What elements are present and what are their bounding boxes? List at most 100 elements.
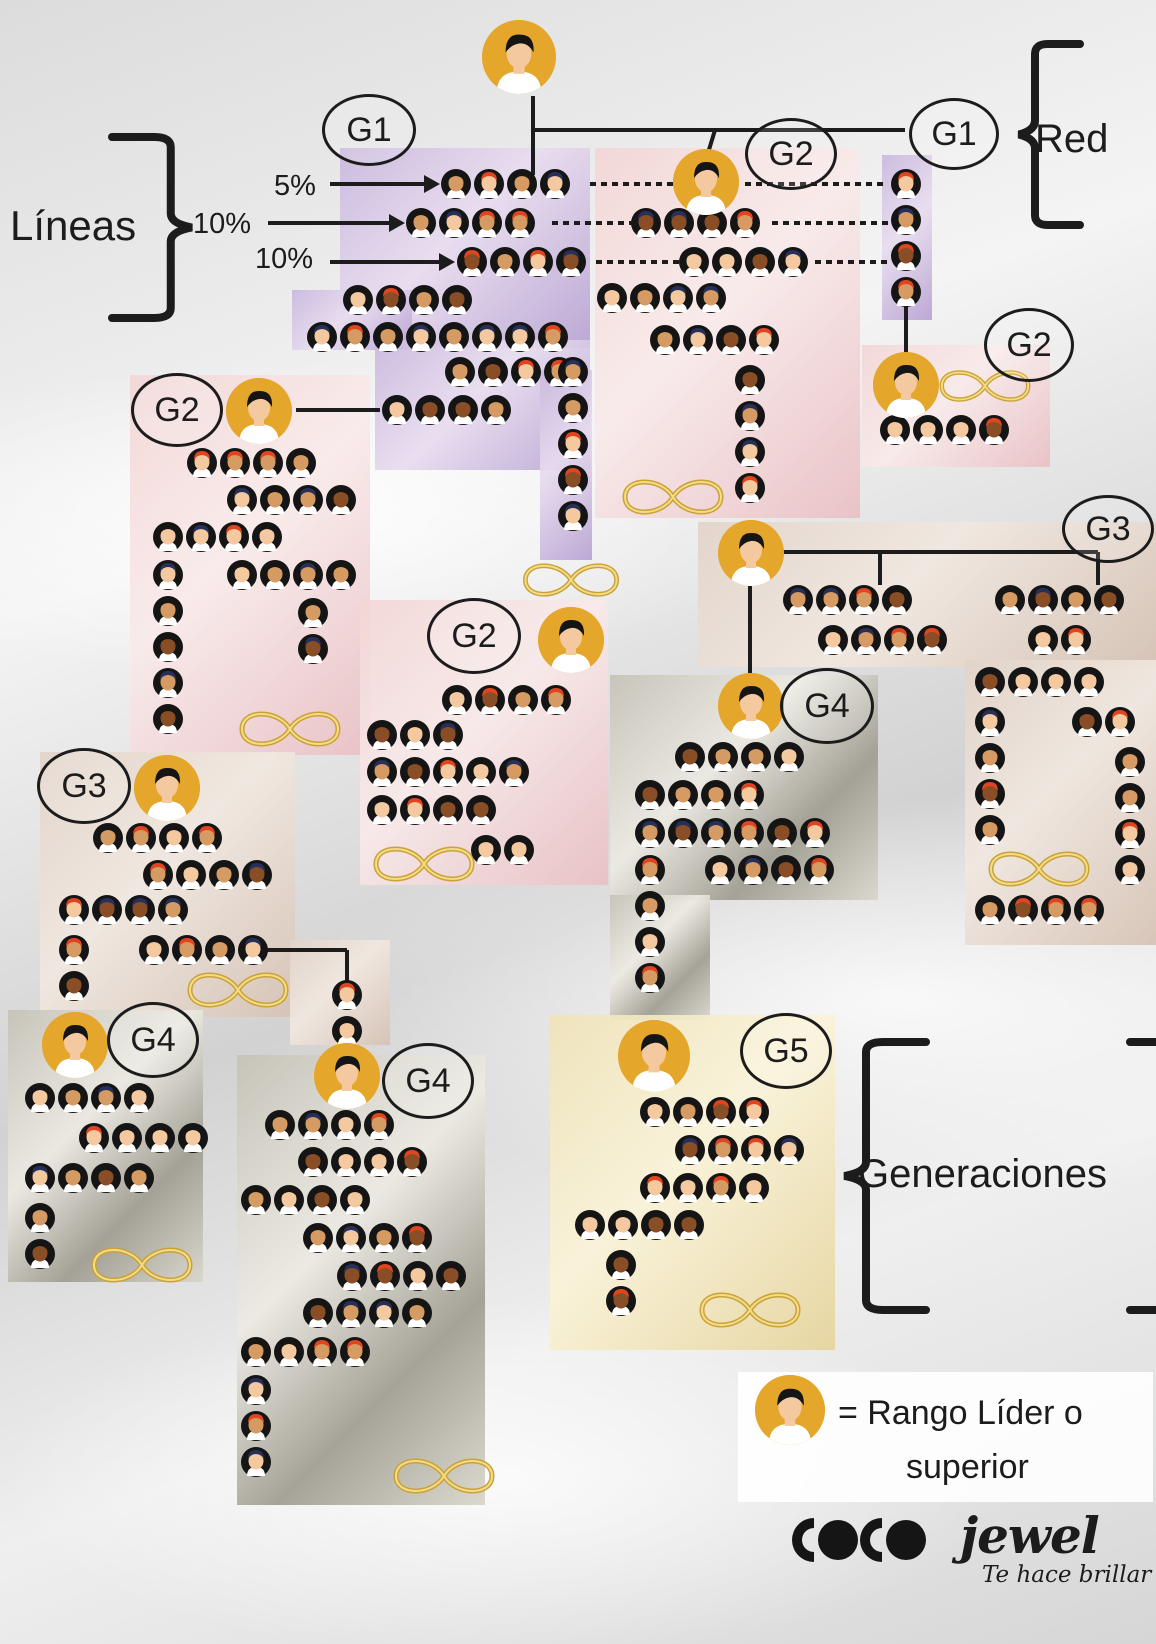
member-avatar-icon	[382, 395, 412, 425]
member-avatar-icon	[373, 322, 403, 352]
member-avatar-icon	[91, 1083, 121, 1113]
leader-avatar-icon	[673, 149, 739, 215]
leader-avatar-icon	[314, 1043, 380, 1109]
generation-label-g2: G2	[745, 118, 837, 190]
member-avatar-icon	[58, 1163, 88, 1193]
member-avatar-icon	[749, 325, 779, 355]
leader-avatar-icon	[718, 673, 784, 739]
member-avatar-icon	[558, 429, 588, 459]
member-avatar-icon	[241, 1411, 271, 1441]
member-avatar-icon	[818, 625, 848, 655]
member-avatar-icon	[505, 322, 535, 352]
member-avatar-icon	[745, 247, 775, 277]
member-avatar-icon	[635, 818, 665, 848]
member-avatar-icon	[241, 1375, 271, 1405]
member-avatar-icon	[606, 1286, 636, 1316]
member-avatar-icon	[597, 283, 627, 313]
member-avatar-icon	[478, 357, 508, 387]
member-avatar-icon	[705, 855, 735, 885]
member-avatar-icon	[767, 818, 797, 848]
legend-text: = Rango Líder o	[838, 1394, 1083, 1433]
member-avatar-icon	[946, 415, 976, 445]
leader-avatar-icon	[482, 20, 556, 94]
member-avatar-icon	[701, 780, 731, 810]
member-avatar-icon	[706, 1173, 736, 1203]
generation-label-g4: G4	[382, 1043, 474, 1119]
member-avatar-icon	[445, 357, 475, 387]
member-avatar-icon	[975, 667, 1005, 697]
member-avatar-icon	[1074, 895, 1104, 925]
generation-label-g3: G3	[37, 748, 131, 824]
member-avatar-icon	[849, 585, 879, 615]
member-avatar-icon	[1105, 707, 1135, 737]
member-avatar-icon	[238, 935, 268, 965]
member-avatar-icon	[303, 1223, 333, 1253]
member-avatar-icon	[25, 1203, 55, 1233]
member-avatar-icon	[675, 742, 705, 772]
member-avatar-icon	[474, 169, 504, 199]
member-avatar-icon	[343, 285, 373, 315]
member-avatar-icon	[186, 522, 216, 552]
member-avatar-icon	[442, 685, 472, 715]
member-avatar-icon	[511, 357, 541, 387]
member-avatar-icon	[415, 395, 445, 425]
member-avatar-icon	[507, 169, 537, 199]
member-avatar-icon	[172, 935, 202, 965]
member-avatar-icon	[406, 322, 436, 352]
member-avatar-icon	[112, 1123, 142, 1153]
generation-label-g4: G4	[107, 1002, 199, 1078]
member-avatar-icon	[153, 704, 183, 734]
member-avatar-icon	[683, 325, 713, 355]
generation-label-g4: G4	[780, 668, 874, 744]
member-avatar-icon	[917, 625, 947, 655]
member-avatar-icon	[307, 1185, 337, 1215]
member-avatar-icon	[541, 685, 571, 715]
member-avatar-icon	[630, 283, 660, 313]
member-avatar-icon	[178, 1123, 208, 1153]
member-avatar-icon	[1061, 585, 1091, 615]
member-avatar-icon	[556, 247, 586, 277]
member-avatar-icon	[1028, 625, 1058, 655]
member-avatar-icon	[558, 357, 588, 387]
member-avatar-icon	[441, 169, 471, 199]
member-avatar-icon	[774, 1135, 804, 1165]
member-avatar-icon	[91, 1163, 121, 1193]
member-avatar-icon	[735, 437, 765, 467]
member-avatar-icon	[851, 625, 881, 655]
member-avatar-icon	[504, 835, 534, 865]
member-avatar-icon	[126, 823, 156, 853]
member-avatar-icon	[307, 1337, 337, 1367]
member-avatar-icon	[631, 208, 661, 238]
member-avatar-icon	[882, 585, 912, 615]
member-avatar-icon	[153, 632, 183, 662]
member-avatar-icon	[783, 585, 813, 615]
member-avatar-icon	[673, 1097, 703, 1127]
member-avatar-icon	[1041, 895, 1071, 925]
member-avatar-icon	[1008, 895, 1038, 925]
member-avatar-icon	[1094, 585, 1124, 615]
member-avatar-icon	[1041, 667, 1071, 697]
member-avatar-icon	[241, 1337, 271, 1367]
member-avatar-icon	[433, 757, 463, 787]
member-avatar-icon	[125, 895, 155, 925]
member-avatar-icon	[25, 1083, 55, 1113]
member-avatar-icon	[227, 560, 257, 590]
generation-label-g5: G5	[740, 1013, 832, 1089]
leader-avatar-icon	[873, 352, 939, 418]
member-avatar-icon	[25, 1163, 55, 1193]
member-avatar-icon	[975, 815, 1005, 845]
member-avatar-icon	[205, 935, 235, 965]
member-avatar-icon	[241, 1185, 271, 1215]
member-avatar-icon	[187, 448, 217, 478]
member-avatar-icon	[59, 895, 89, 925]
member-avatar-icon	[816, 585, 846, 615]
member-avatar-icon	[307, 322, 337, 352]
member-avatar-icon	[370, 1261, 400, 1291]
member-avatar-icon	[778, 247, 808, 277]
member-avatar-icon	[439, 208, 469, 238]
generation-label-g2: G2	[427, 598, 521, 674]
member-avatar-icon	[716, 325, 746, 355]
member-avatar-icon	[159, 823, 189, 853]
member-avatar-icon	[975, 779, 1005, 809]
leader-avatar-icon	[718, 520, 784, 586]
